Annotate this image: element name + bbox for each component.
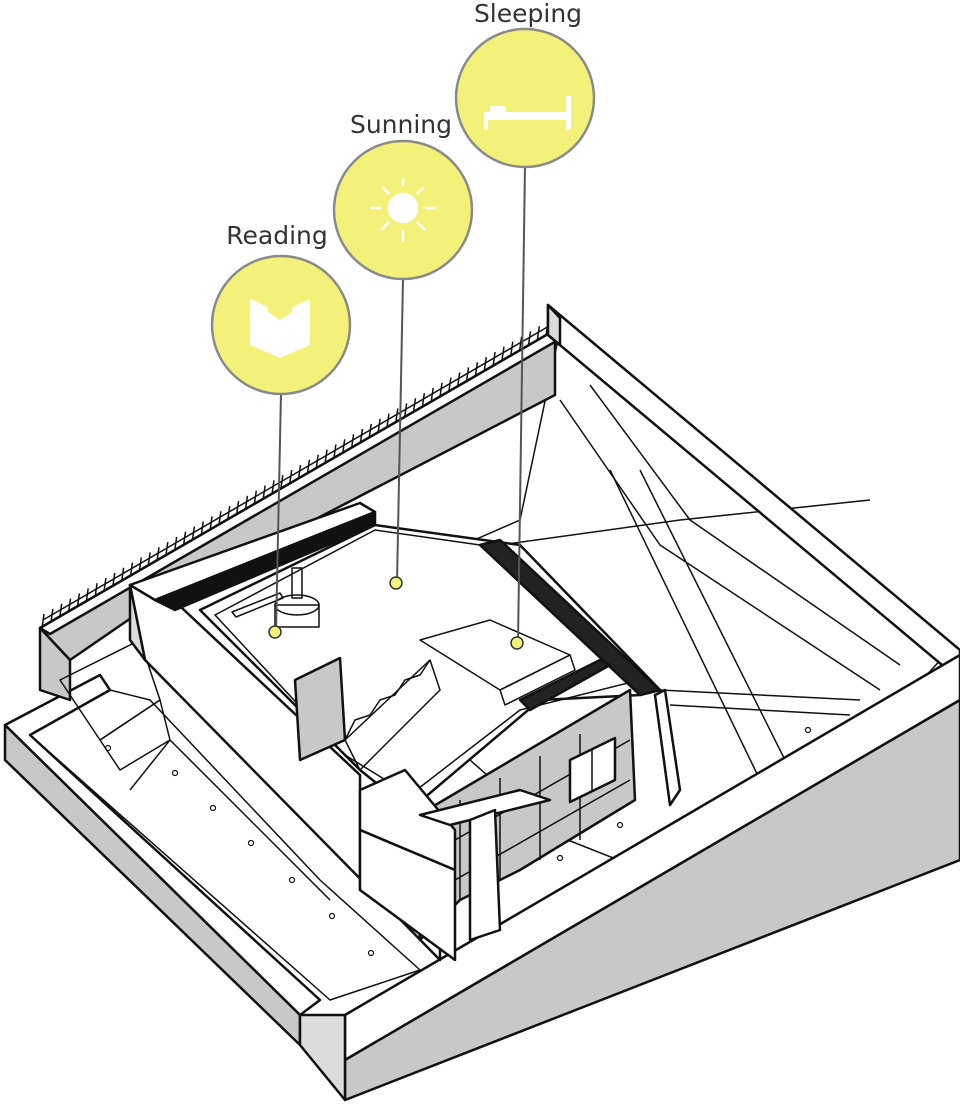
fence-spike <box>182 531 187 546</box>
right-wall <box>546 303 960 682</box>
fence-spike <box>395 408 399 423</box>
fence-spike <box>527 331 532 346</box>
bed-icon <box>484 96 571 130</box>
fence-spike <box>474 362 479 377</box>
fence-spike <box>465 367 470 382</box>
house-volume <box>128 501 682 962</box>
fence-spike <box>421 392 426 408</box>
fence-rail <box>42 321 557 621</box>
fence-spike <box>244 495 249 510</box>
fence-spike <box>165 541 169 557</box>
fence-spike <box>235 500 240 516</box>
fence-spike <box>333 444 337 459</box>
fence-spike <box>200 521 204 536</box>
sun-icon <box>370 178 436 242</box>
fence-spike <box>271 480 275 495</box>
book-icon <box>250 299 310 358</box>
label-sleeping: Sleeping <box>474 0 582 28</box>
fence-spike <box>112 572 116 588</box>
fence-spike <box>50 608 54 623</box>
fence-spike <box>315 454 319 469</box>
fence-spike <box>368 423 373 439</box>
fence-spike <box>306 459 311 474</box>
fence-spike <box>439 382 443 397</box>
fence-spike <box>226 505 231 521</box>
label-sunning: Sunning <box>350 110 452 139</box>
fence-spike <box>58 603 63 618</box>
fence-spike <box>67 598 72 613</box>
fence-spike <box>218 511 222 526</box>
fence-spike <box>341 439 346 454</box>
fence-spike <box>262 485 266 500</box>
fence-spike <box>41 613 45 629</box>
fence-spike <box>324 449 328 464</box>
fence-spike <box>536 326 541 341</box>
fence-spike <box>138 557 143 572</box>
fence-spike <box>253 490 258 505</box>
fence-spike <box>103 577 107 593</box>
fence-spike <box>120 567 125 582</box>
fence-spike <box>510 341 514 356</box>
fence-spike <box>156 547 160 562</box>
fence-spike <box>94 583 98 598</box>
fence-spike <box>173 536 178 552</box>
fence-spike <box>412 398 417 413</box>
fence-spike <box>403 403 408 418</box>
fence-spike <box>76 593 81 608</box>
fence-spike <box>209 516 213 531</box>
fence-spike <box>430 387 434 403</box>
fence-spike <box>297 464 302 480</box>
left-courtyard-floor <box>29 639 812 1001</box>
callout-sleeping: Sleeping <box>454 0 596 650</box>
fence-spike <box>129 562 134 577</box>
fence-spike <box>501 346 505 361</box>
fence-spike <box>518 336 523 351</box>
front-wall-left <box>3 626 347 1102</box>
fence-spike <box>191 526 196 541</box>
fence-spike <box>288 470 293 485</box>
fence-spike <box>85 588 89 603</box>
fence-spike <box>492 351 496 367</box>
fence-spike <box>483 356 487 372</box>
fence-spike <box>377 418 381 433</box>
fence-spike <box>456 372 461 387</box>
callout-reading: Reading <box>210 221 352 639</box>
callout-sunning: Sunning <box>332 110 474 590</box>
fence-spike <box>448 377 452 392</box>
label-reading: Reading <box>226 221 327 250</box>
fence-spike <box>280 475 284 490</box>
fence-spike <box>359 428 364 444</box>
fence-spike <box>350 434 355 449</box>
fence-spike <box>147 552 151 567</box>
fence-spike <box>386 413 390 428</box>
fence-spikes <box>41 315 558 629</box>
